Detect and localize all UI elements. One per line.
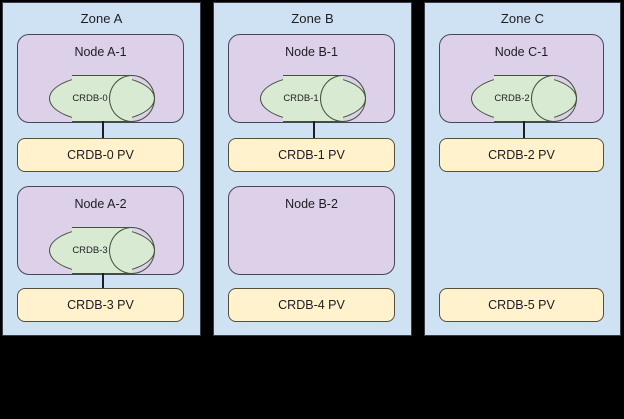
connector-crdb-1-to-pv (313, 121, 315, 140)
database-cylinder-crdb-3[interactable]: CRDB-3 (49, 227, 155, 274)
cylinder-cap (109, 75, 155, 122)
pv-label: CRDB-2 PV (488, 148, 555, 162)
cylinder-cap (320, 75, 366, 122)
pv-label: CRDB-3 PV (67, 298, 134, 312)
node-c-1[interactable]: Node C-1 CRDB-2 (439, 34, 604, 123)
node-a-1-title: Node A-1 (74, 45, 127, 59)
connector-crdb-3-to-pv (102, 273, 104, 290)
pv-crdb-3[interactable]: CRDB-3 PV (17, 288, 184, 322)
database-cylinder-crdb-0[interactable]: CRDB-0 (49, 75, 155, 122)
pv-label: CRDB-0 PV (67, 148, 134, 162)
zone-b-container[interactable]: Zone B Node B-1 CRDB-1 CRDB-1 PV Node B-… (213, 2, 412, 336)
node-b-1[interactable]: Node B-1 CRDB-1 (228, 34, 395, 123)
pv-crdb-5[interactable]: CRDB-5 PV (439, 288, 604, 322)
pv-crdb-2[interactable]: CRDB-2 PV (439, 138, 604, 172)
pv-crdb-4[interactable]: CRDB-4 PV (228, 288, 395, 322)
node-a-2[interactable]: Node A-2 CRDB-3 (17, 186, 184, 275)
pv-crdb-0[interactable]: CRDB-0 PV (17, 138, 184, 172)
database-label: CRDB-1 (283, 93, 319, 104)
cylinder-cap (531, 75, 577, 122)
node-a-1[interactable]: Node A-1 CRDB-0 (17, 34, 184, 123)
cylinder-cap (109, 227, 155, 274)
node-b-1-title: Node B-1 (285, 45, 338, 59)
zone-a-title: Zone A (80, 11, 123, 26)
database-label: CRDB-0 (72, 93, 108, 104)
connector-crdb-0-to-pv (102, 121, 104, 140)
pv-label: CRDB-4 PV (278, 298, 345, 312)
database-cylinder-crdb-1[interactable]: CRDB-1 (260, 75, 366, 122)
database-label: CRDB-3 (72, 245, 108, 256)
zone-a-container[interactable]: Zone A Node A-1 CRDB-0 CRDB-0 PV Node A-… (2, 2, 201, 336)
zone-c-title: Zone C (500, 11, 545, 26)
pv-crdb-1[interactable]: CRDB-1 PV (228, 138, 395, 172)
pv-label: CRDB-5 PV (488, 298, 555, 312)
node-b-2[interactable]: Node B-2 (228, 186, 395, 275)
zone-b-title: Zone B (291, 11, 334, 26)
node-a-2-title: Node A-2 (74, 197, 127, 211)
database-cylinder-crdb-2[interactable]: CRDB-2 (471, 75, 577, 122)
node-c-1-title: Node C-1 (494, 45, 549, 59)
zone-c-container[interactable]: Zone C Node C-1 CRDB-2 CRDB-2 PV CRDB-5 … (424, 2, 621, 336)
pv-label: CRDB-1 PV (278, 148, 345, 162)
database-label: CRDB-2 (494, 93, 530, 104)
connector-crdb-2-to-pv (523, 121, 525, 140)
node-b-2-title: Node B-2 (285, 197, 338, 211)
